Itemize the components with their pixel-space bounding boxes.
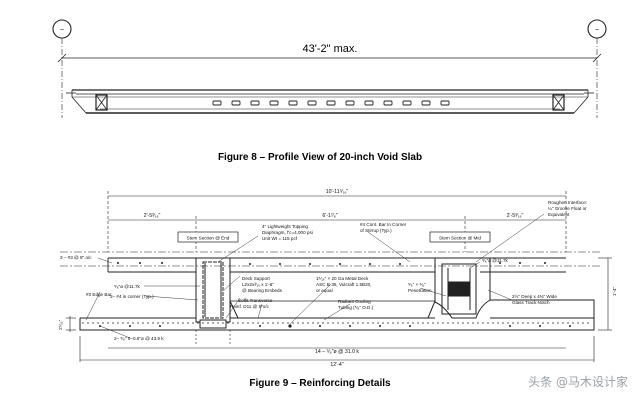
metal-deck-note-3: or equal bbox=[316, 288, 333, 293]
stem-end-tag: Stem Section @ End bbox=[187, 236, 230, 241]
radiant-note-1: Radiant Cooling bbox=[338, 299, 371, 304]
watermark-text: 头条 @马木设计家 bbox=[528, 374, 628, 389]
grid-bubble-left bbox=[52, 19, 72, 118]
stem-end-tag-box bbox=[177, 231, 239, 243]
void-openings bbox=[212, 100, 450, 106]
span-dimension-line bbox=[57, 53, 602, 63]
deck-support-note-1: Deck Support bbox=[242, 276, 271, 281]
soffit-note-2: Reinf. D11 @ 9"o/c bbox=[230, 304, 270, 309]
bar-spacing-note: 3 – #3 @ 8" o/c bbox=[60, 255, 92, 260]
topping-note-2: Diaphragm, f'c=4,000 psi bbox=[262, 230, 313, 235]
leaders bbox=[85, 213, 545, 339]
groove-note-2: Glass Track Notch bbox=[512, 300, 550, 305]
right-height-dim: 1'-4" bbox=[612, 286, 617, 296]
radiant-note-2: Tubing (⁵⁄₈" O.D.) bbox=[338, 305, 374, 310]
left-width-dim: 2'-5³⁄₁₆" bbox=[144, 213, 161, 219]
topping-note-1: 4" Lightweight Topping bbox=[262, 224, 308, 229]
metal-deck-note-1: 1⁵⁄₁₆" × 20 Ga Metal Deck bbox=[316, 276, 369, 281]
groove-note-1: 2½" Deep x 4⅜" Wide bbox=[512, 293, 557, 299]
bars-corner-note: 2– #4 in corner (Typ.) bbox=[110, 294, 154, 299]
figure-9-caption: Figure 9 – Reinforcing Details bbox=[249, 378, 391, 389]
cont-bar-note-1: #4 Cont. Bar In Corner bbox=[360, 222, 407, 227]
bottom-slab bbox=[79, 299, 595, 331]
deck-support-note-3: @ Bearing Embeds bbox=[242, 288, 283, 293]
top-dimensions bbox=[107, 191, 567, 252]
overall-width-dim: 10'-11⁵⁄₁₆" bbox=[326, 189, 349, 195]
roughen-note-2: ¼" Groove Float or bbox=[548, 206, 587, 211]
left-depth-dimension bbox=[66, 316, 76, 332]
stem-mid-tag: Stem Section @ Mid bbox=[439, 236, 481, 241]
penetration-note-1: ⁵⁄₈" × ⁵⁄₈" bbox=[408, 282, 426, 287]
grid-label-right: ~ bbox=[595, 27, 599, 34]
edge-bar-note: #3 Edge Bar bbox=[86, 292, 112, 297]
stem-mid-tag-box bbox=[429, 231, 491, 243]
roughen-note-1: Roughen Interface: bbox=[548, 200, 587, 205]
stirrup-left-note: ⁵⁄₈"ø @11.7k bbox=[114, 284, 141, 289]
stem-mid bbox=[434, 258, 491, 319]
roughen-note-3: Equivalent bbox=[548, 212, 570, 217]
bottom-dimensions bbox=[79, 330, 595, 362]
stem-end bbox=[195, 257, 231, 331]
rebar-dots bbox=[99, 262, 571, 328]
right-height-dimension bbox=[598, 257, 612, 331]
span-label: 43'-2" max. bbox=[303, 43, 358, 55]
right-width-dim: 2'-5³⁄₁₆" bbox=[507, 213, 524, 219]
bottom-strand-dim: 14 – ⁵⁄₈"ø @ 31.0 k bbox=[315, 349, 359, 355]
stirrup-right-note: ⁵⁄₈"ø @11.7k bbox=[482, 258, 509, 263]
mid-width-dim: 6'-1⁷⁄₈" bbox=[322, 213, 337, 219]
topping-note-3: Unit Wt = 115 pcf bbox=[262, 236, 298, 241]
grid-label-left: ~ bbox=[60, 27, 64, 34]
reinforcing-labels: 10'-11⁵⁄₁₆" 2'-5³⁄₁₆" 6'-1⁷⁄₈" 2'-5³⁄₁₆"… bbox=[58, 189, 617, 368]
left-depth-dim: 2⁵⁄₁₆" bbox=[58, 319, 63, 330]
strand-note: 2– ⁵⁄₈" 5–0.6"ø @ 43.9 k bbox=[114, 336, 164, 341]
penetration-note-2: Penetration bbox=[408, 288, 432, 293]
deck-support-note-2: L2x2x³⁄₁₆ x 1'-6" bbox=[242, 282, 274, 287]
slab-profile bbox=[66, 89, 594, 114]
profile-view bbox=[52, 19, 607, 118]
cont-bar-note-2: of Stirrup (Typ.) bbox=[360, 228, 392, 233]
reinforcing-section bbox=[60, 191, 612, 362]
grid-bubble-right bbox=[587, 19, 607, 118]
figure-8-caption: Figure 8 – Profile View of 20-inch Void … bbox=[218, 152, 422, 163]
metal-deck-note-2: ASC B-36, Vulcraft 1.5B20, bbox=[316, 282, 372, 287]
soffit-note-1: Soffit Transverse bbox=[238, 298, 273, 303]
bottom-width-dim: 12'-4" bbox=[330, 362, 343, 368]
